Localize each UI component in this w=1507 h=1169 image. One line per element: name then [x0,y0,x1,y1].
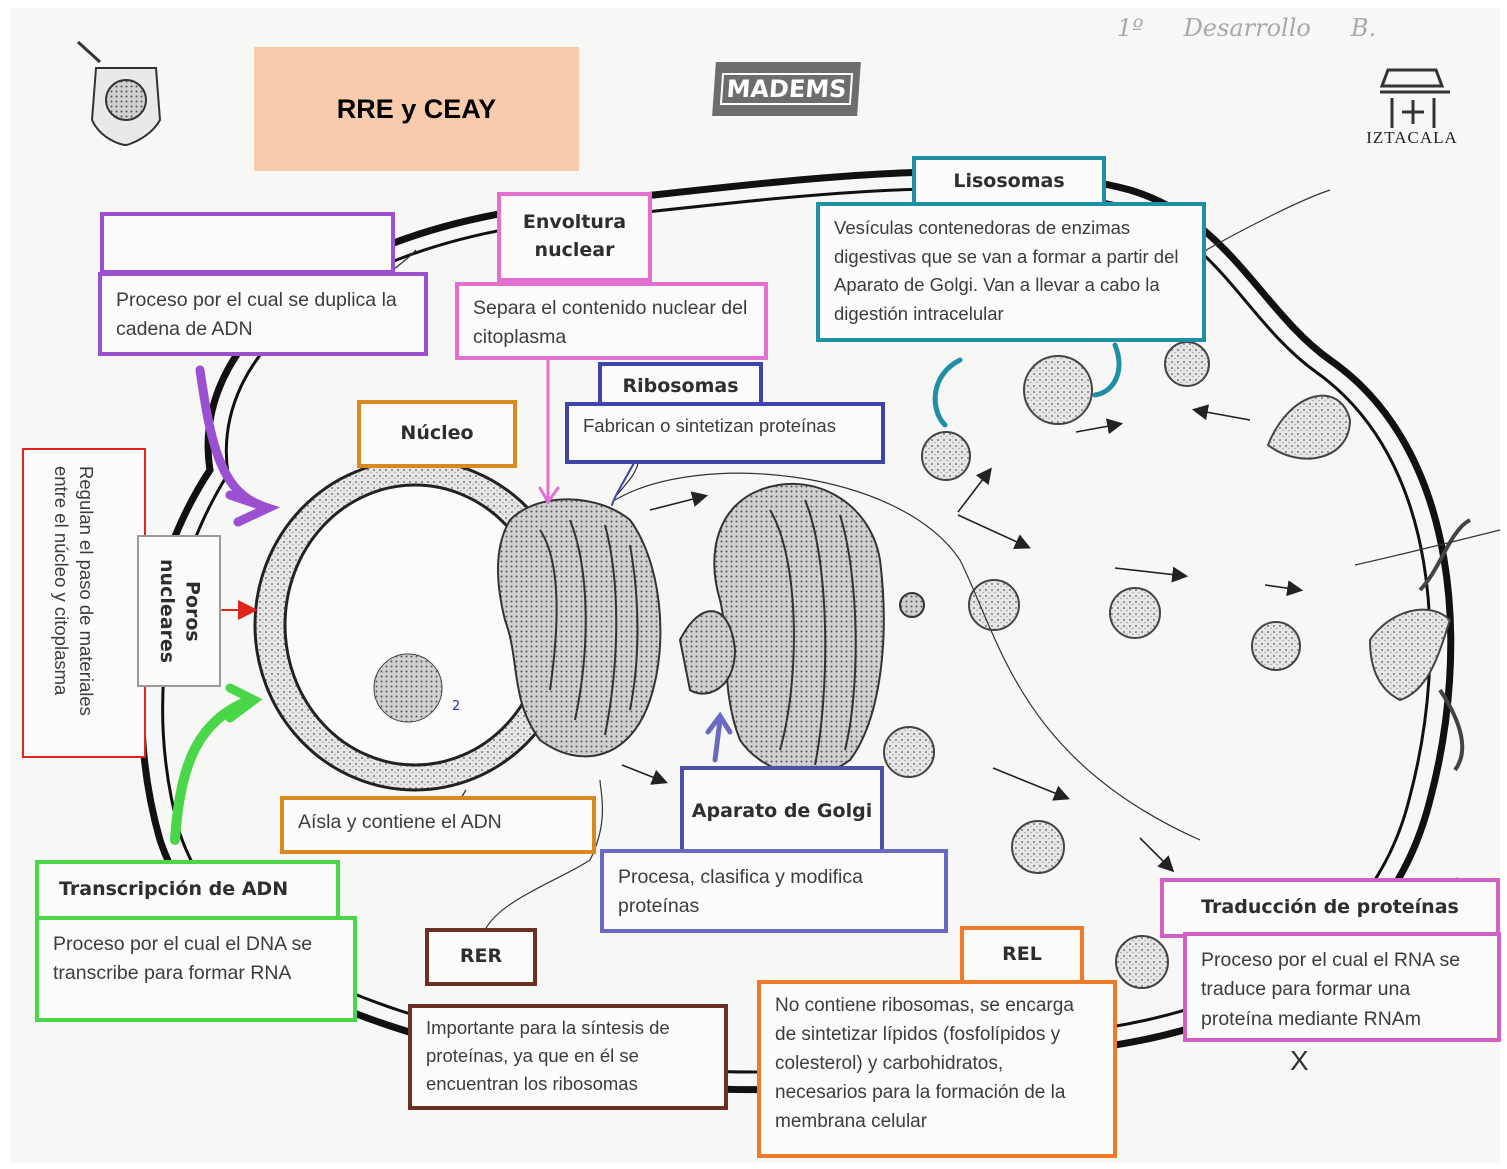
replicacion-desc-box: Proceso por el cual se duplica la cadena… [98,272,428,356]
nucleo-desc-box: Aísla y contiene el ADN [280,796,596,854]
ribosomas-desc-box: Fabrican o sintetizan proteínas [565,402,885,464]
poros-desc-text: Regulan el paso de materiales entre el n… [50,466,97,716]
handwritten-header: 1º Desarrollo B. [1117,14,1416,42]
nucleo-name-box: Núcleo [357,400,517,468]
transcripcion-name-box: Transcripción de ADN [35,860,340,920]
iztacala-logo-text: IZTACALA [1366,128,1458,147]
transport-arrows [621,404,1304,873]
madems-logo: MADEMS [712,62,861,116]
nucleus-note: 2 [452,699,460,714]
golgi-name-box: Aparato de Golgi [680,766,884,858]
handwritten-subject: Desarrollo [1183,14,1311,42]
rer-desc-box: Importante para la síntesis de proteínas… [408,1004,728,1110]
marker-arrows [170,342,1122,845]
handwritten-grade: 1º [1117,14,1144,42]
unam-crest-icon [76,40,162,147]
handwritten-group: B. [1350,14,1377,42]
rer-name-box: RER [425,928,537,986]
golgi-drawing [678,482,925,776]
lisosomas-name-box: Lisosomas [912,156,1106,208]
poros-name-box: Poros nucleares [137,535,221,687]
vesicles [883,341,1472,989]
replicacion-name-box [100,212,395,274]
traduccion-desc-box: Proceso por el cual el RNA se traduce pa… [1183,932,1501,1042]
rel-name-box: REL [960,926,1084,984]
rel-desc-box: No contiene ribosomas, se encarga de sin… [757,980,1117,1158]
traduccion-name-box: Traducción de proteínas [1160,878,1500,938]
x-mark: X [1290,1045,1309,1076]
poros-desc-box: Regulan el paso de materiales entre el n… [22,448,146,758]
iztacala-emblem-icon [1379,68,1450,128]
lisosomas-desc-box: Vesículas contenedoras de enzimas digest… [816,202,1206,342]
nucleus-drawing: 2 [253,458,577,792]
envoltura-name-box: Envoltura nuclear [497,192,652,282]
transcripcion-desc-box: Proceso por el cual el DNA se transcribe… [35,916,357,1022]
page-title: RRE y CEAY [254,47,579,171]
envoltura-desc-box: Separa el contenido nuclear del citoplas… [455,282,768,360]
golgi-desc-box: Procesa, clasifica y modifica proteínas [600,849,948,933]
rough-er-drawing [497,498,662,758]
